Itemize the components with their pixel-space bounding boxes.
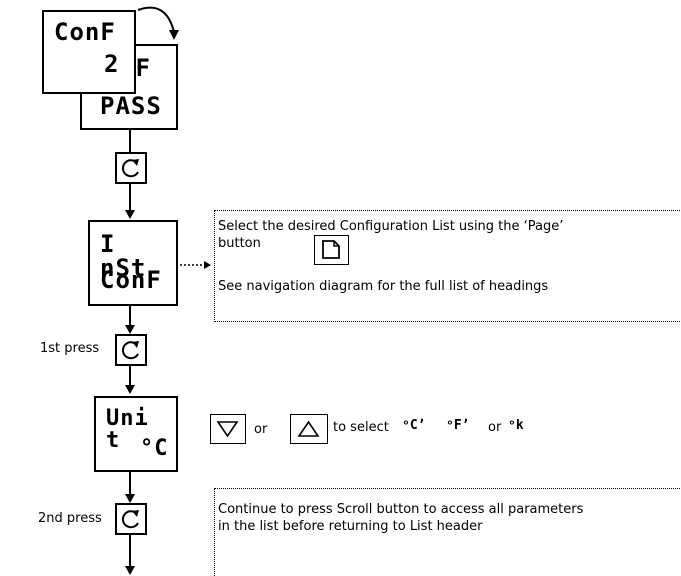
- first-press-label: 1st press: [40, 341, 100, 356]
- option-fahrenheit: ᵒFʼ: [446, 418, 470, 433]
- curved-arrow-icon: [137, 6, 179, 40]
- option-celsius: ᵒCʼ: [402, 418, 426, 433]
- note-line-3: See navigation diagram for the full list…: [218, 279, 549, 294]
- conf2-bottom-text: 2: [104, 50, 120, 78]
- scroll-button-2[interactable]: [115, 334, 147, 366]
- page-icon: [322, 240, 340, 259]
- to-select-text: to select: [333, 420, 389, 435]
- arrow-down-2: [125, 325, 135, 334]
- option-kelvin: ᵒk: [508, 418, 524, 433]
- up-button[interactable]: [290, 414, 328, 444]
- down-button[interactable]: [210, 414, 246, 444]
- arrow-down-4: [125, 494, 135, 503]
- config-list-note: [214, 210, 681, 322]
- unit-top-text: Uni t: [106, 406, 149, 453]
- conf2-top-text: ConF: [54, 18, 116, 46]
- connector-2: [129, 184, 131, 212]
- note-line-1: Select the desired Configuration List us…: [218, 219, 564, 234]
- connector-3: [129, 306, 131, 328]
- inst-top-text: I nSt: [100, 230, 147, 282]
- connector-5: [129, 472, 131, 496]
- arrow-down-1: [125, 210, 135, 219]
- or-text-2: or: [488, 420, 502, 435]
- or-text-1: or: [254, 422, 268, 437]
- up-triangle-icon: [297, 420, 320, 437]
- connector-6: [129, 535, 131, 567]
- conf-pass-bottom-text: PASS: [100, 92, 162, 120]
- connector-4: [129, 366, 131, 386]
- scroll-note-line-2: in the list before returning to List hea…: [218, 519, 483, 534]
- scroll-arrow-icon: [121, 341, 139, 360]
- inst-bottom-text: ConF: [100, 266, 162, 294]
- conf2-display: ConF 2: [42, 10, 136, 94]
- scroll-button-3[interactable]: [115, 503, 147, 535]
- inst-conf-display: I nSt ConF: [88, 220, 178, 306]
- connector-1: [129, 130, 131, 152]
- arrow-down-5: [125, 566, 135, 575]
- down-triangle-icon: [216, 421, 239, 438]
- scroll-note-frame: [214, 488, 216, 576]
- scroll-note-line-1: Continue to press Scroll button to acces…: [218, 502, 584, 517]
- unit-bottom-text: °C: [140, 436, 169, 461]
- second-press-label: 2nd press: [38, 511, 102, 526]
- dotted-pointer: [180, 261, 211, 269]
- page-button[interactable]: [314, 235, 349, 265]
- note-line-2: button: [218, 236, 261, 251]
- scroll-arrow-icon: [121, 159, 139, 178]
- unit-display: Uni t °C: [94, 396, 178, 472]
- scroll-note-top: [214, 488, 681, 490]
- scroll-button-1[interactable]: [115, 152, 147, 184]
- scroll-arrow-icon: [121, 510, 139, 529]
- arrow-down-3: [125, 385, 135, 394]
